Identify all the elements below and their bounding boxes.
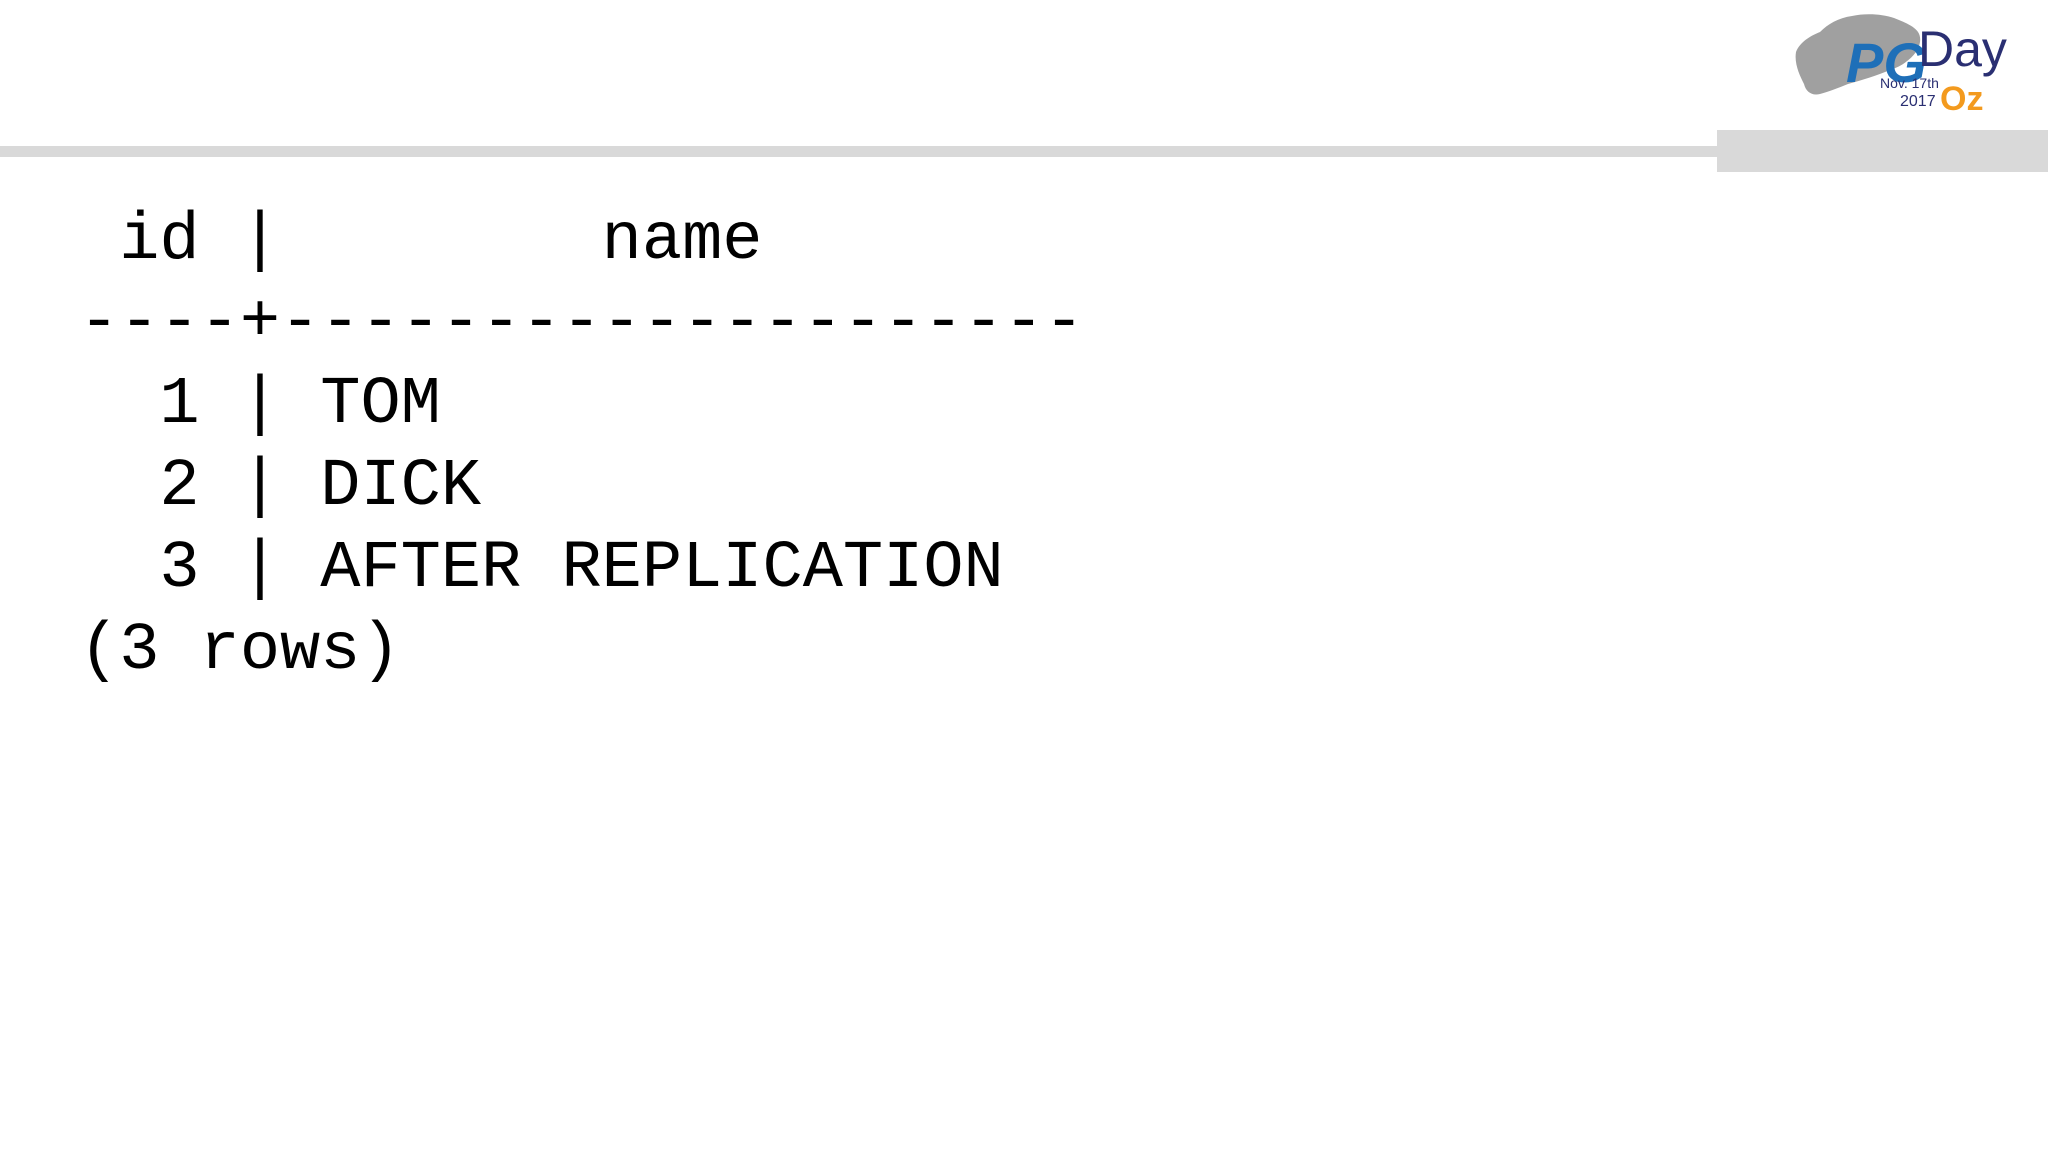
- pgday-logo: PG Day Nov. 17th 2017 Oz: [1790, 8, 2020, 118]
- result-footer: (3 rows): [79, 613, 401, 689]
- result-row: 1 | TOM: [79, 367, 441, 443]
- result-header: id | name: [79, 203, 763, 279]
- logo-date: Nov. 17th: [1880, 75, 1939, 91]
- result-row: 3 | AFTER REPLICATION: [79, 531, 1004, 607]
- result-separator: ----+--------------------: [79, 285, 1085, 361]
- header-divider: [0, 146, 1720, 157]
- query-result: id | name----+-------------------- 1 | T…: [79, 200, 1084, 692]
- logo-day: Day: [1918, 21, 2007, 77]
- logo-year: 2017: [1900, 93, 1936, 110]
- logo-pg: PG: [1846, 31, 1927, 94]
- logo-oz: Oz: [1940, 80, 1983, 118]
- result-row: 2 | DICK: [79, 449, 482, 525]
- header-accent-bar: [1717, 130, 2048, 172]
- australia-map-icon: [1795, 14, 1921, 95]
